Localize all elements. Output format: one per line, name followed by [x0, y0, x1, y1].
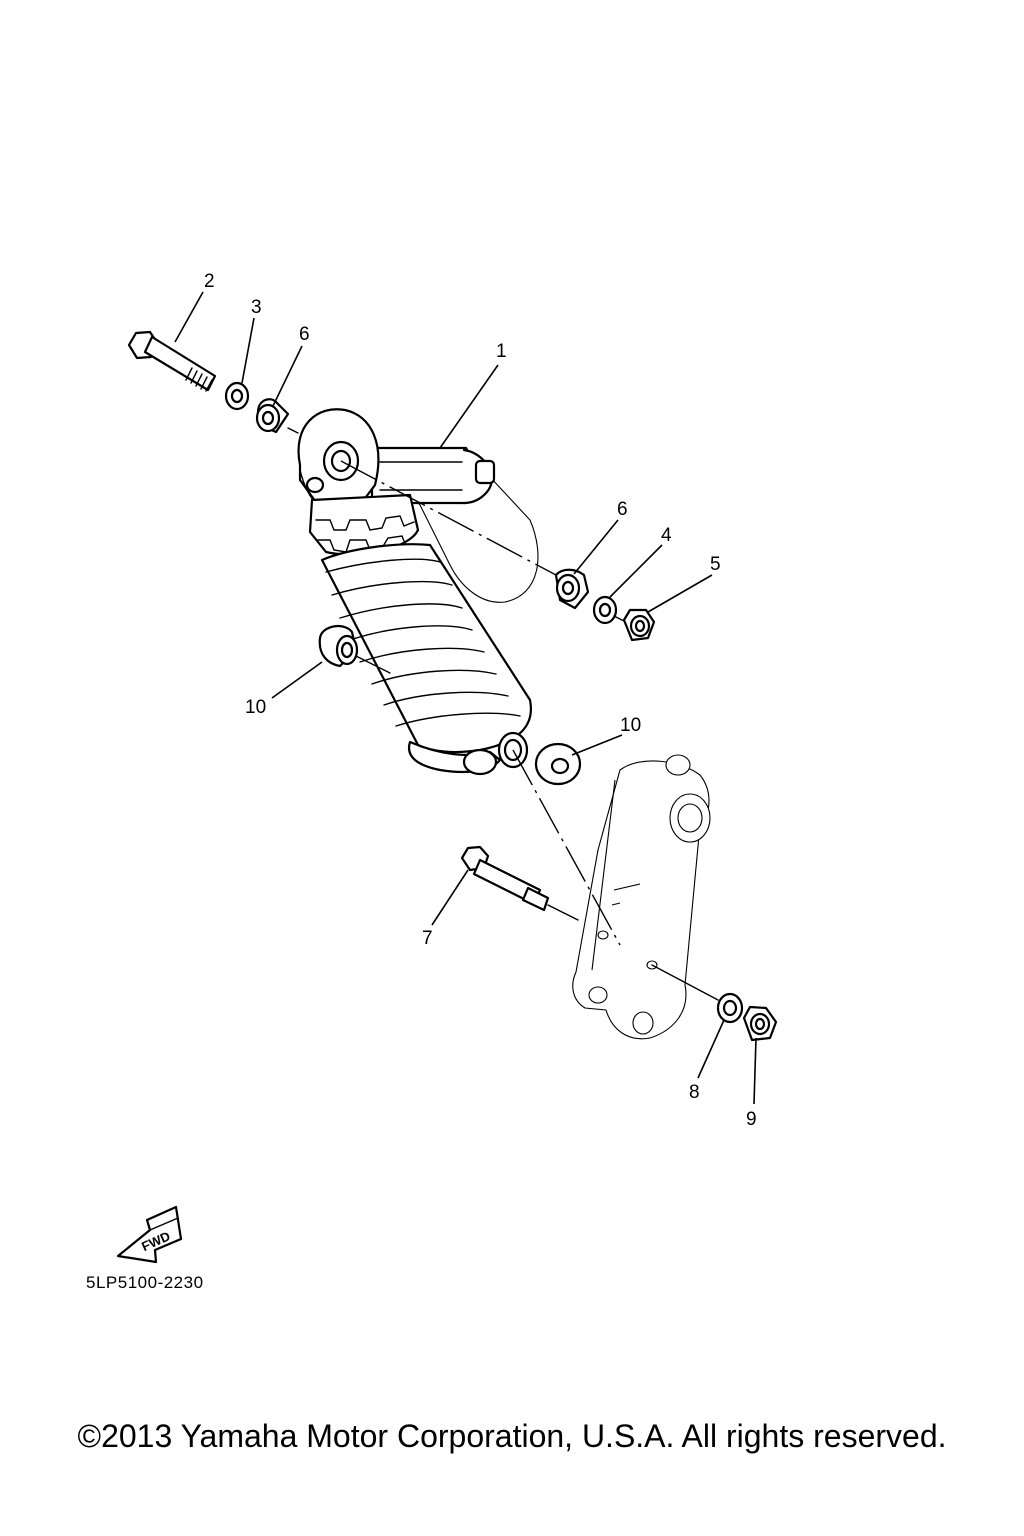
- callout-6-left: 6: [299, 324, 310, 345]
- callout-8: 8: [689, 1082, 700, 1103]
- callout-1: 1: [496, 341, 507, 362]
- callout-9: 9: [746, 1109, 757, 1130]
- callout-4: 4: [661, 525, 672, 546]
- callout-10-left: 10: [245, 697, 266, 718]
- upper-collar-left: [255, 398, 290, 434]
- assembly-lines: [287, 427, 719, 1001]
- callout-5: 5: [710, 554, 721, 575]
- lower-nut: [742, 1005, 778, 1042]
- fwd-arrow-icon: FWD: [116, 1205, 183, 1264]
- rear-shock-absorber: [297, 408, 532, 776]
- lower-collar-left: [318, 624, 359, 668]
- upper-collar-right: [554, 568, 590, 610]
- callout-6-right: 6: [617, 499, 628, 520]
- shock-reservoir: [368, 446, 539, 603]
- callout-7: 7: [422, 928, 433, 949]
- diagram-code: 5LP5100-2230: [86, 1273, 204, 1292]
- upper-mount-bolt: [127, 330, 217, 392]
- lower-mount-bolt: [460, 845, 550, 912]
- callout-10-right: 10: [620, 715, 641, 736]
- callout-labels: 1 2 3 6 6 4 5 10 10 7 8 9: [204, 271, 757, 1130]
- lower-collar-right: [534, 742, 582, 786]
- callout-3: 3: [251, 297, 262, 318]
- relay-arm: [572, 754, 711, 1040]
- callout-2: 2: [204, 271, 215, 292]
- copyright-notice: ©2013 Yamaha Motor Corporation, U.S.A. A…: [77, 1418, 947, 1454]
- upper-nut: [622, 608, 656, 642]
- callout-leaders: [174, 291, 757, 1105]
